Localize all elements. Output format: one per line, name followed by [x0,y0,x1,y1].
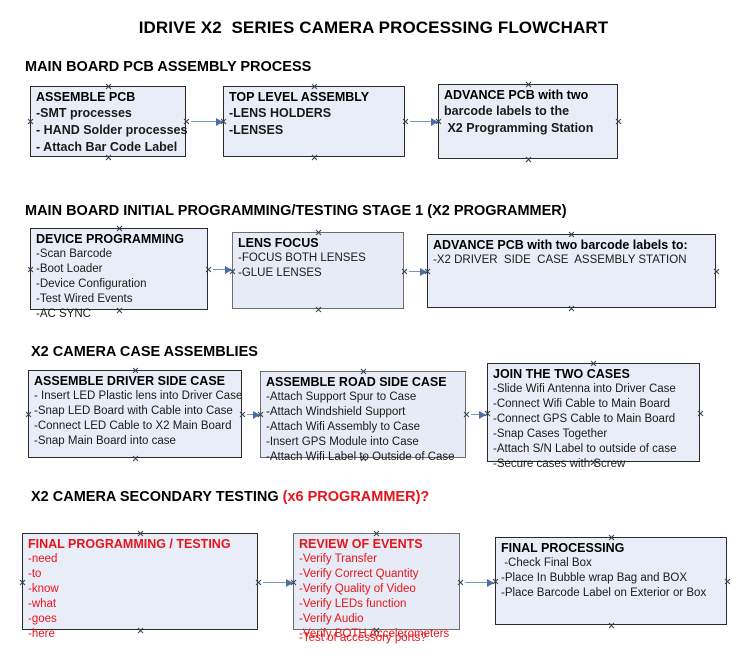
node-line: -Verify Transfer [299,553,377,565]
node-line: -Attach Support Spur to Case [266,391,417,403]
node-line: -Verify LEDs function [299,598,407,610]
section-heading-x2-camera-case-assemblies: X2 CAMERA CASE ASSEMBLIES [31,344,258,360]
section-heading-x2-camera-secondary-testing: X2 CAMERA SECONDARY TESTING (x6 PROGRAMM… [31,489,429,505]
node-line: -Snap LED Board with Cable into Case [34,405,233,417]
node-line: -need [28,553,58,565]
node-line: - Attach Bar Code Label [36,140,178,154]
node-title: REVIEW OF EVENTS [299,537,423,551]
node-line: -to [28,568,42,580]
connector-arrow [213,265,232,274]
node-title: ASSEMBLE DRIVER SIDE CASE [34,374,226,388]
node-top-level-assembly[interactable]: TOP LEVEL ASSEMBLY -LENS HOLDERS -LENSES [223,86,405,157]
node-join-the-two-cases[interactable]: JOIN THE TWO CASES -Slide Wifi Antenna i… [487,363,700,470]
node-title: ADVANCE PCB with two [444,88,589,102]
node-line: -Insert GPS Module into Case [266,436,419,448]
node-line: -here [28,628,55,640]
node-title: ASSEMBLE PCB [36,90,136,104]
node-line: -goes [28,613,57,625]
node-line: -Attach Windshield Support [266,406,406,418]
node-line: -Verify Correct Quantity [299,568,419,580]
node-line: -Attach Wifi Assembly to Case [266,421,421,433]
node-line: -Snap Main Board into case [34,435,176,447]
node-final-programming-testing[interactable]: FINAL PROGRAMMING / TESTING -need -to -k… [22,533,258,640]
connector-arrow [263,578,293,587]
node-line: -GLUE LENSES [238,267,322,279]
node-line: -Verify BOTH Accelerometers [299,628,450,640]
node-review-of-events[interactable]: REVIEW OF EVENTS -Verify Transfer -Verif… [293,533,460,644]
node-line: -Place Barcode Label on Exterior or Box [501,587,707,599]
node-lens-focus[interactable]: LENS FOCUS -FOCUS BOTH LENSES -GLUE LENS… [232,232,404,309]
node-title: ASSEMBLE ROAD SIDE CASE [266,375,447,389]
node-line: barcode labels to the [444,104,570,118]
connector-arrow [191,117,223,126]
node-line: -what [28,598,57,610]
node-line: -Secure cases with Screw [493,458,626,470]
node-line: -Verify Audio [299,613,364,625]
node-title: DEVICE PROGRAMMING [36,232,184,246]
node-line: -Slide Wifi Antenna into Driver Case [493,383,676,395]
node-line: -Attach S/N Label to outside of case [493,443,677,455]
connector-arrow [410,117,438,126]
node-title: LENS FOCUS [238,236,319,250]
section-heading-main-board-pcb-assembly: MAIN BOARD PCB ASSEMBLY PROCESS [25,59,312,75]
node-line: -know [28,583,59,595]
node-title: JOIN THE TWO CASES [493,367,630,381]
section-heading-main-board-initial-programming: MAIN BOARD INITIAL PROGRAMMING/TESTING S… [25,203,567,219]
connector-arrow [247,410,260,419]
node-line: -Connect Wifi Cable to Main Board [493,398,671,410]
node-advance-pcb-to-driver-side-station[interactable]: ADVANCE PCB with two barcode labels to: … [427,234,716,308]
node-line: -Boot Loader [36,263,103,275]
connector-arrow [409,267,427,276]
node-line: -Scan Barcode [36,248,113,260]
node-line: -Test Wired Events [36,293,133,305]
node-line: -LENSES [229,123,284,137]
page-title: IDRIVE X2 SERIES CAMERA PROCESSING FLOWC… [138,18,609,37]
node-line: -Verify Quality of Video [299,583,416,595]
node-line: -Connect LED Cable to X2 Main Board [34,420,232,432]
node-title: TOP LEVEL ASSEMBLY [229,90,370,104]
node-line: -Snap Cases Together [493,428,608,440]
node-line: -Check Final Box [501,557,592,569]
node-title: FINAL PROGRAMMING / TESTING [28,537,231,551]
node-title: FINAL PROCESSING [501,541,625,555]
node-overflow-line: -Test of accessory ports? [299,632,427,644]
node-final-processing[interactable]: FINAL PROCESSING -Check Final Box -Place… [495,537,727,625]
node-assemble-pcb[interactable]: ASSEMBLE PCB -SMT processes - HAND Solde… [30,86,188,157]
section-heading-note: (x6 PROGRAMMER)? [282,489,430,505]
section-heading-text: X2 CAMERA SECONDARY TESTING [31,489,283,505]
node-line: -LENS HOLDERS [229,106,332,120]
node-line: -Device Configuration [36,278,147,290]
node-assemble-road-side-case[interactable]: ASSEMBLE ROAD SIDE CASE -Attach Support … [260,371,466,463]
node-line: -Place In Bubble wrap Bag and BOX [501,572,688,584]
node-line: -SMT processes [36,106,132,120]
node-line: - Insert LED Plastic lens into Driver Ca… [34,390,243,402]
connector-arrow [471,410,486,419]
node-line: -FOCUS BOTH LENSES [238,252,366,264]
node-title: ADVANCE PCB with two barcode labels to: [433,238,688,252]
node-advance-pcb-to-programming-station[interactable]: ADVANCE PCB with two barcode labels to t… [438,84,618,159]
node-line: -X2 DRIVER SIDE CASE ASSEMBLY STATION [433,254,687,266]
node-line: -Connect GPS Cable to Main Board [493,413,676,425]
node-line: X2 Programming Station [444,121,594,135]
node-line: -Attach Wifi Label to Outside of Case [266,451,455,463]
node-line: -AC SYNC [36,308,91,320]
node-device-programming[interactable]: DEVICE PROGRAMMING -Scan Barcode -Boot L… [30,228,208,320]
node-assemble-driver-side-case[interactable]: ASSEMBLE DRIVER SIDE CASE - Insert LED P… [28,370,242,458]
node-line: - HAND Solder processes [36,123,188,137]
connector-arrow [465,578,494,587]
